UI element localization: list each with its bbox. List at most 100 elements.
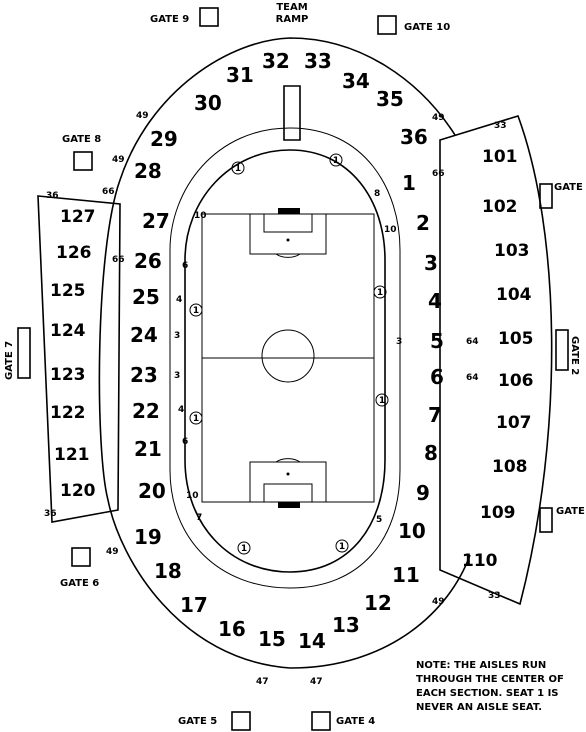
- section-32[interactable]: 32: [262, 49, 290, 73]
- section-28[interactable]: 28: [134, 159, 162, 183]
- seat-label: 49: [106, 547, 119, 557]
- bottom-arc: [275, 458, 301, 463]
- section-14[interactable]: 14: [298, 629, 326, 653]
- section-17[interactable]: 17: [180, 593, 208, 617]
- section-9[interactable]: 9: [416, 481, 430, 505]
- section-125[interactable]: 125: [50, 281, 86, 301]
- section-25[interactable]: 25: [132, 285, 160, 309]
- section-7[interactable]: 7: [428, 403, 442, 427]
- section-30[interactable]: 30: [194, 91, 222, 115]
- seat-label: 6: [182, 261, 188, 271]
- gate1-label: GATE 1: [554, 182, 586, 193]
- seat-label: 10: [384, 225, 397, 235]
- aisle-marker-num: 1: [235, 164, 241, 174]
- section-103[interactable]: 103: [494, 241, 530, 261]
- top-goal-box: [263, 213, 313, 233]
- section-126[interactable]: 126: [56, 243, 92, 263]
- section-22[interactable]: 22: [132, 399, 160, 423]
- section-124[interactable]: 124: [50, 321, 86, 341]
- section-19[interactable]: 19: [134, 525, 162, 549]
- section-27[interactable]: 27: [142, 209, 170, 233]
- section-15[interactable]: 15: [258, 627, 286, 651]
- seat-label: 3: [174, 371, 180, 381]
- team-ramp-label-2: RAMP: [276, 14, 309, 25]
- gate6-label: GATE 6: [60, 578, 99, 589]
- aisle-marker-num: 1: [339, 542, 345, 552]
- left-annex: [37, 195, 121, 523]
- section-16[interactable]: 16: [218, 617, 246, 641]
- seat-label: 66: [102, 187, 115, 197]
- gate8-box[interactable]: [73, 151, 93, 171]
- top-arc: [275, 253, 301, 258]
- section-11[interactable]: 11: [392, 563, 420, 587]
- section-108[interactable]: 108: [492, 457, 528, 477]
- section-4[interactable]: 4: [428, 289, 442, 313]
- section-102[interactable]: 102: [482, 197, 518, 217]
- aisle-marker-num: 1: [193, 306, 199, 316]
- seat-label: 8: [374, 189, 380, 199]
- section-121[interactable]: 121: [54, 445, 90, 465]
- section-101[interactable]: 101: [482, 147, 518, 167]
- section-110[interactable]: 110: [462, 551, 498, 571]
- seat-label: 47: [256, 677, 269, 687]
- gate9-box[interactable]: [199, 7, 219, 27]
- section-6[interactable]: 6: [430, 365, 444, 389]
- section-12[interactable]: 12: [364, 591, 392, 615]
- seat-label: 10: [194, 211, 207, 221]
- seat-label: 49: [112, 155, 125, 165]
- gate9-label: GATE 9: [150, 14, 189, 25]
- seat-label: 64: [466, 373, 479, 383]
- section-104[interactable]: 104: [496, 285, 532, 305]
- gate2-box[interactable]: [555, 329, 569, 371]
- outer-bowl-outline: [98, 37, 471, 669]
- section-23[interactable]: 23: [130, 363, 158, 387]
- section-8[interactable]: 8: [424, 441, 438, 465]
- gate6-box[interactable]: [71, 547, 91, 567]
- seat-label: 33: [494, 121, 507, 131]
- top-spot: [286, 238, 290, 242]
- section-26[interactable]: 26: [134, 249, 162, 273]
- bottom-penalty-box: [249, 461, 327, 503]
- section-3[interactable]: 3: [424, 251, 438, 275]
- section-10[interactable]: 10: [398, 519, 426, 543]
- section-13[interactable]: 13: [332, 613, 360, 637]
- gate3-box[interactable]: [539, 507, 553, 533]
- section-106[interactable]: 106: [498, 371, 534, 391]
- section-35[interactable]: 35: [376, 87, 404, 111]
- section-24[interactable]: 24: [130, 323, 158, 347]
- gate4-box[interactable]: [311, 711, 331, 731]
- section-105[interactable]: 105: [498, 329, 534, 349]
- section-127[interactable]: 127: [60, 207, 96, 227]
- seat-label: 66: [432, 169, 445, 179]
- section-1[interactable]: 1: [402, 171, 416, 195]
- seat-label: 4: [176, 295, 182, 305]
- section-109[interactable]: 109: [480, 503, 516, 523]
- note-line-2: THROUGH THE CENTER OF: [416, 674, 564, 685]
- gate8-label: GATE 8: [62, 134, 101, 145]
- section-33[interactable]: 33: [304, 49, 332, 73]
- seat-label: 3: [174, 331, 180, 341]
- section-36[interactable]: 36: [400, 125, 428, 149]
- seat-label: 7: [196, 513, 202, 523]
- section-34[interactable]: 34: [342, 69, 370, 93]
- field-oval: [184, 149, 386, 573]
- section-31[interactable]: 31: [226, 63, 254, 87]
- section-29[interactable]: 29: [150, 127, 178, 151]
- section-2[interactable]: 2: [416, 211, 430, 235]
- section-5[interactable]: 5: [430, 329, 444, 353]
- note-line-3: EACH SECTION. SEAT 1 IS: [416, 688, 559, 699]
- gate1-box[interactable]: [539, 183, 553, 209]
- section-20[interactable]: 20: [138, 479, 166, 503]
- top-penalty-box: [249, 213, 327, 255]
- gate5-box[interactable]: [231, 711, 251, 731]
- section-120[interactable]: 120: [60, 481, 96, 501]
- gate10-box[interactable]: [377, 15, 397, 35]
- section-123[interactable]: 123: [50, 365, 86, 385]
- section-18[interactable]: 18: [154, 559, 182, 583]
- seat-label: 3: [396, 337, 402, 347]
- section-107[interactable]: 107: [496, 413, 532, 433]
- section-21[interactable]: 21: [134, 437, 162, 461]
- section-122[interactable]: 122: [50, 403, 86, 423]
- gate7-box[interactable]: [17, 327, 31, 379]
